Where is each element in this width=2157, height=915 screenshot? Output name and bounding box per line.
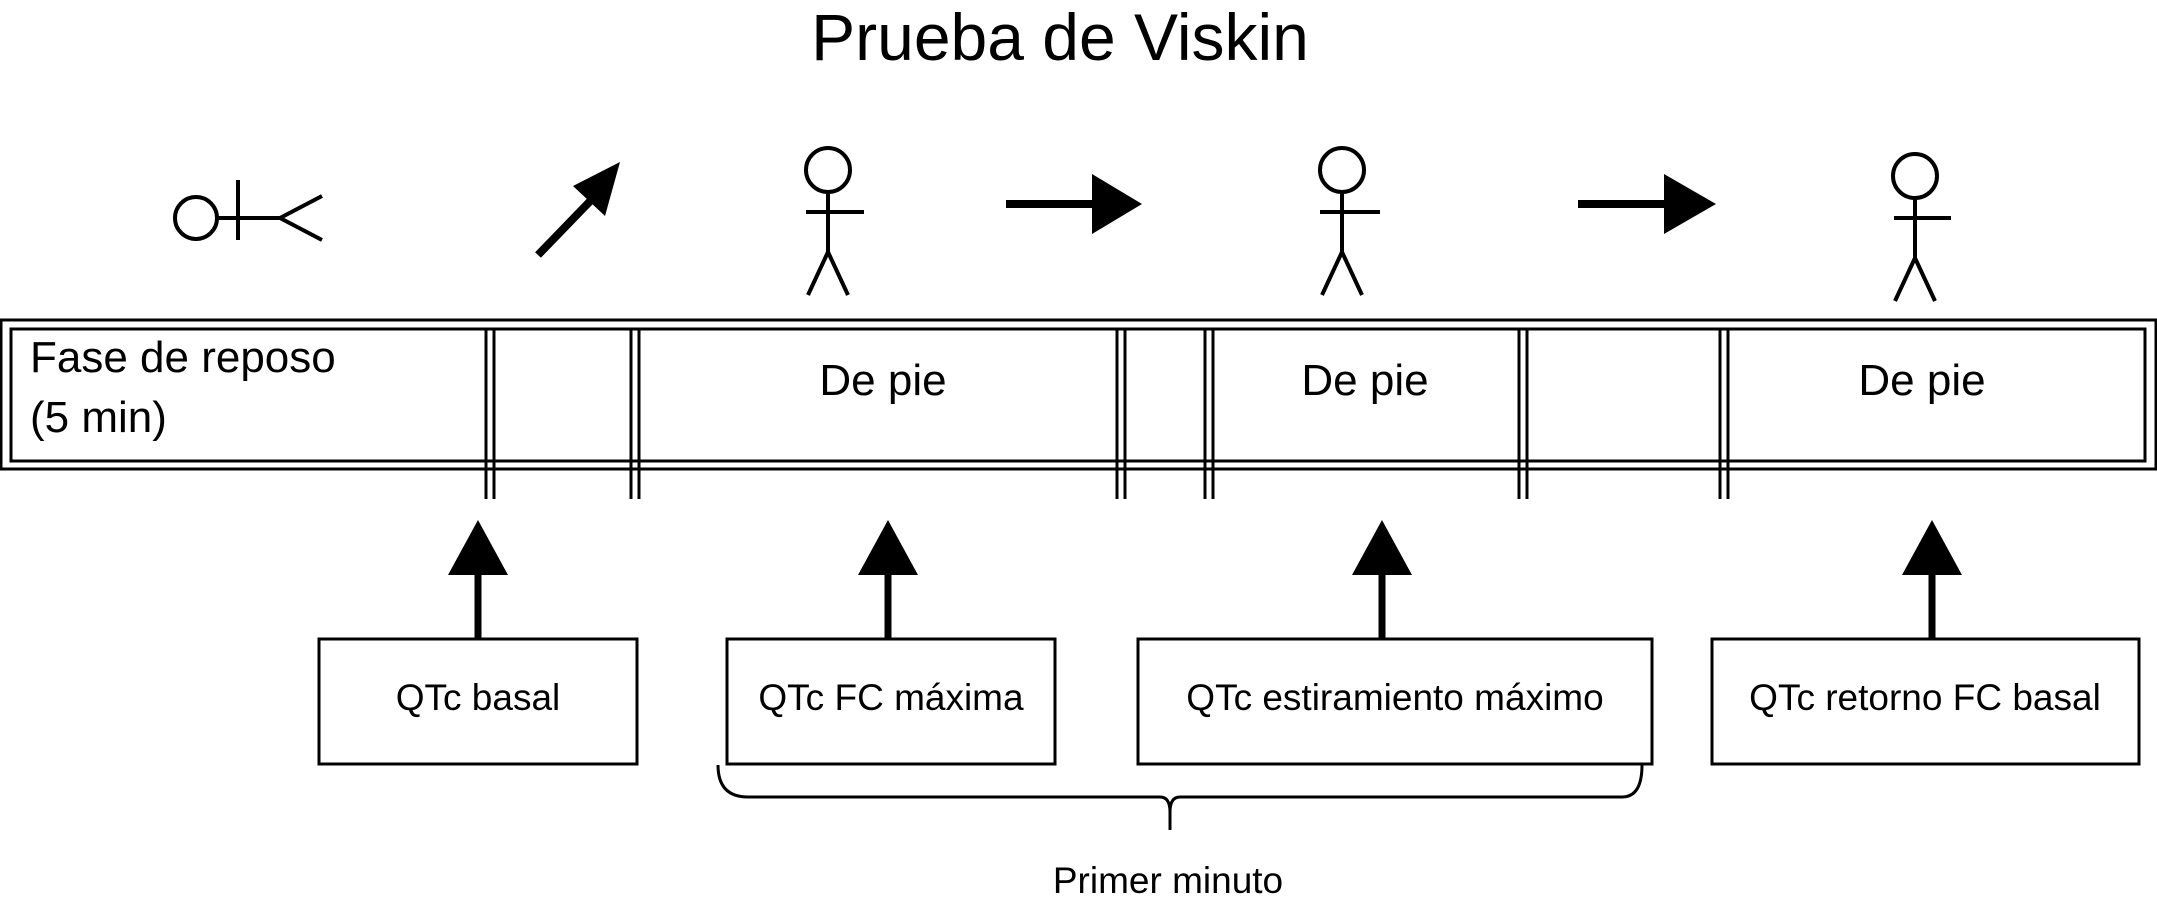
qtc-max-stretch-label: QTc estiramiento máximo [1186, 677, 1603, 718]
max-stretch-box [1136, 637, 1654, 766]
measurement-boxes [317, 637, 2141, 766]
qtc-return-baseline-label: QTc retorno FC basal [1749, 677, 2101, 718]
return-baseline-box [1710, 637, 2141, 766]
diagram-title: Prueba de Viskin [811, 0, 1309, 74]
up-arrow-icon [1902, 520, 1962, 640]
standing-phase-label-1: De pie [819, 356, 946, 405]
standing-phase-label-2: De pie [1301, 356, 1428, 405]
rest-phase-label: Fase de reposo [30, 333, 336, 382]
right-arrow-icon [1578, 174, 1716, 234]
up-arrow-icon [858, 520, 918, 640]
qtc-max-hr-label: QTc FC máxima [758, 677, 1024, 718]
standing-person-icon [804, 146, 864, 296]
lying-person-icon [173, 180, 323, 242]
up-arrow-icon [1352, 520, 1412, 640]
timeline-dividers [484, 329, 1730, 499]
rest-phase-duration: (5 min) [30, 393, 167, 442]
up-arrow-icon [448, 520, 508, 640]
diagonal-arrow-icon [535, 162, 620, 258]
timeline-bar [0, 318, 2157, 471]
qtc-baseline-label: QTc basal [396, 677, 561, 718]
standing-person-icon [1891, 152, 1951, 302]
max-hr-box [725, 637, 1057, 766]
standing-person-icon [1318, 146, 1380, 296]
baseline-box [317, 637, 639, 766]
right-arrow-icon [1006, 174, 1142, 234]
first-minute-brace [716, 764, 1644, 830]
standing-phase-label-3: De pie [1858, 356, 1985, 405]
first-minute-label: Primer minuto [1053, 860, 1283, 901]
